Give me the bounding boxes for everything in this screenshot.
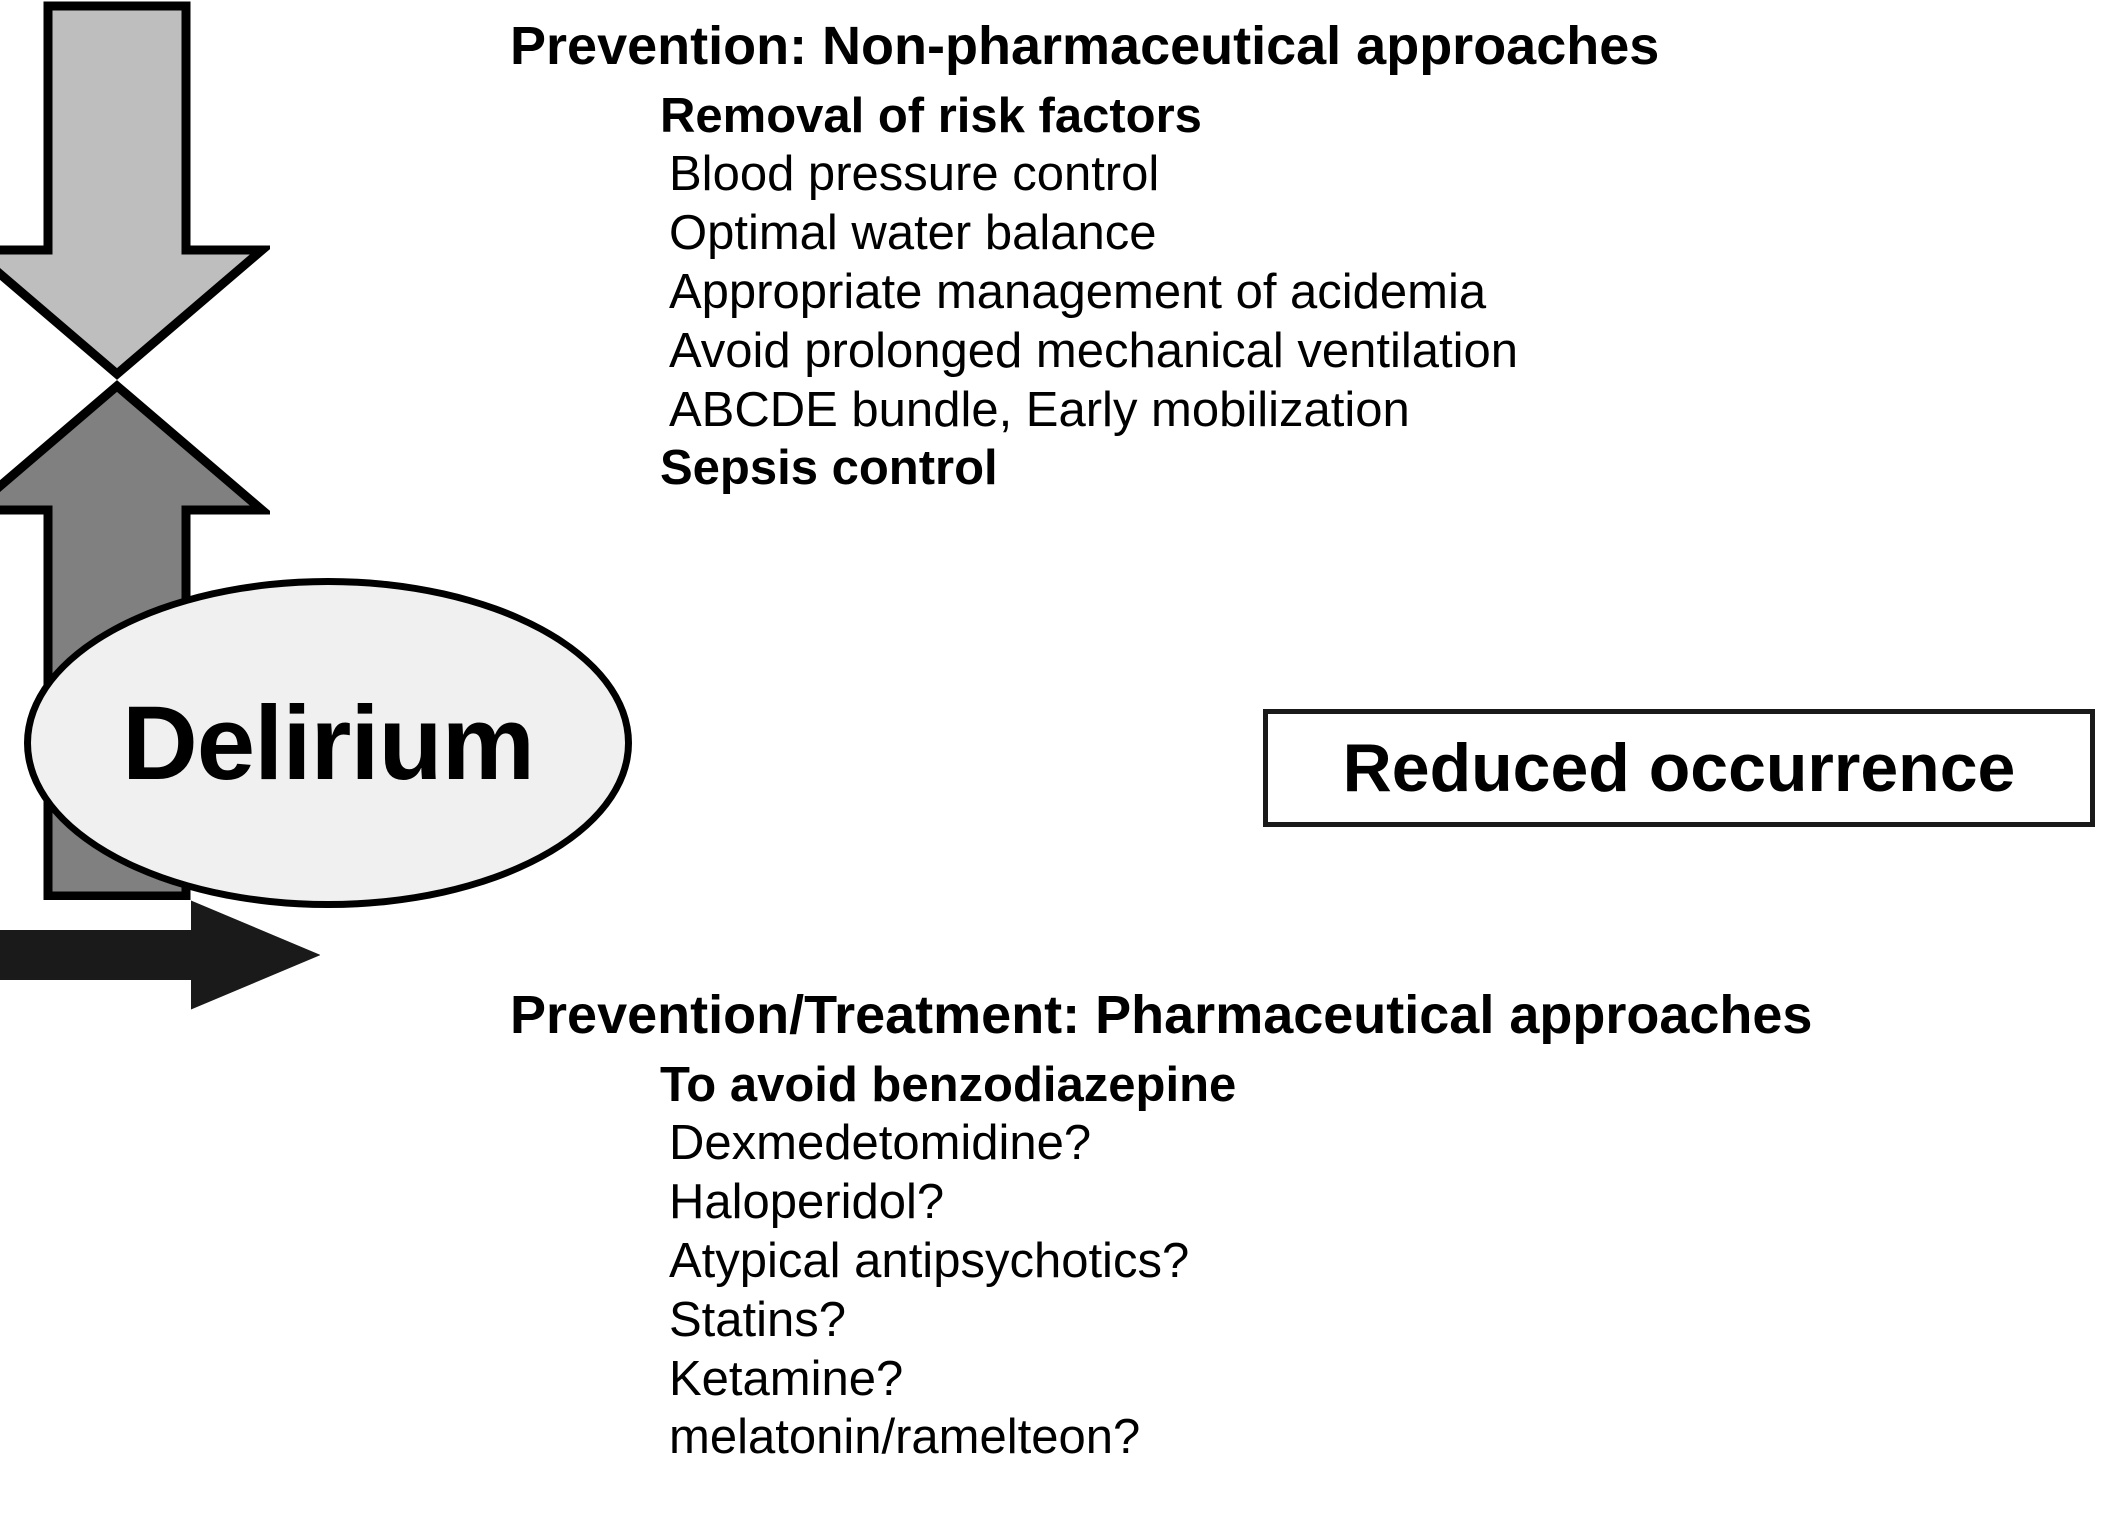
delirium-node: Delirium <box>24 578 632 908</box>
list-item: Dexmedetomidine? <box>669 1116 1092 1171</box>
list-item: melatonin/ramelteon? <box>669 1410 1141 1465</box>
list-item: Ketamine? <box>669 1351 904 1406</box>
list-item: To avoid benzodiazepine <box>660 1057 1237 1112</box>
list-item: Removal of risk factors <box>660 88 1202 143</box>
upper-section: Prevention: Non-pharmaceutical approache… <box>510 16 2110 498</box>
lower-section: Prevention/Treatment: Pharmaceutical app… <box>510 985 2110 1467</box>
list-item: Optimal water balance <box>669 206 1157 261</box>
lower-section-heading: Prevention/Treatment: Pharmaceutical app… <box>510 985 1813 1045</box>
list-item: Haloperidol? <box>669 1175 945 1230</box>
reduced-occurrence-node: Reduced occurrence <box>1263 709 2095 827</box>
list-item: Statins? <box>669 1292 847 1347</box>
list-item: Avoid prolonged mechanical ventilation <box>669 323 1518 378</box>
arrow-down-icon <box>0 0 270 380</box>
list-item: Atypical antipsychotics? <box>669 1233 1190 1288</box>
list-item: Appropriate management of acidemia <box>669 264 1487 319</box>
upper-section-heading: Prevention: Non-pharmaceutical approache… <box>510 16 1660 76</box>
list-item: ABCDE bundle, Early mobilization <box>669 382 1410 437</box>
list-item: Blood pressure control <box>669 147 1160 202</box>
reduced-occurrence-label: Reduced occurrence <box>1342 730 2016 806</box>
list-item: Sepsis control <box>660 441 998 496</box>
arrow-right-icon <box>0 900 320 1010</box>
delirium-node-label: Delirium <box>121 684 535 802</box>
